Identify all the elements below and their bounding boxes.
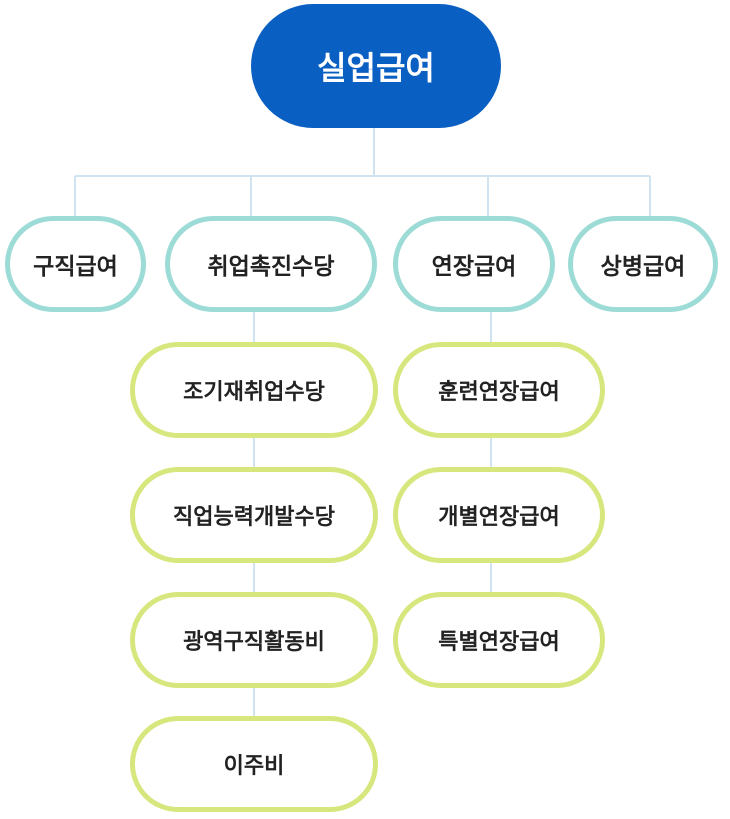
- subitem-node: 조기재취업수당: [130, 342, 378, 438]
- category-node-extended: 연장급여: [393, 216, 555, 312]
- subitem-node: 훈련연장급여: [393, 342, 605, 438]
- subitem-node: 개별연장급여: [393, 467, 605, 563]
- category-node-employment-promotion: 취업촉진수당: [165, 216, 377, 312]
- subitem-node: 특별연장급여: [393, 592, 605, 688]
- category-node-sickness: 상병급여: [568, 216, 718, 312]
- subitem-node: 이주비: [130, 716, 378, 812]
- root-node: 실업급여: [251, 4, 501, 128]
- category-node-job-seeking: 구직급여: [5, 216, 146, 312]
- subitem-node: 직업능력개발수당: [130, 467, 378, 563]
- subitem-node: 광역구직활동비: [130, 592, 378, 688]
